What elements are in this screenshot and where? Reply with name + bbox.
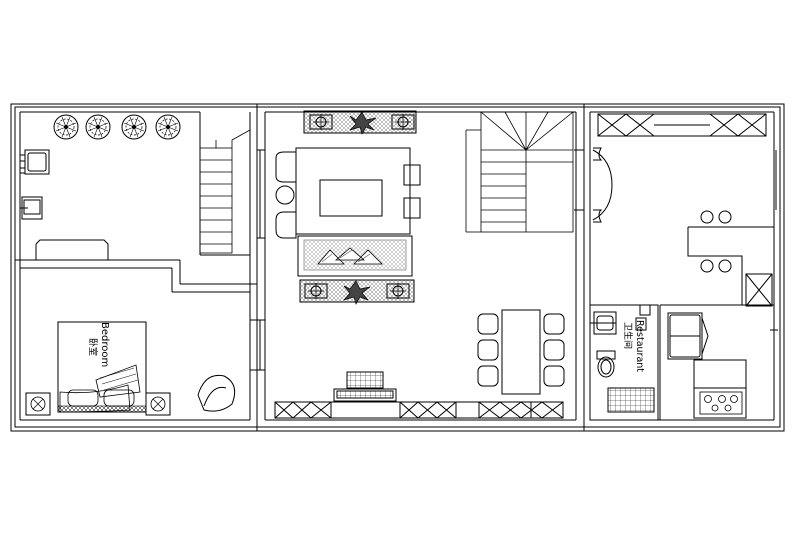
living-room	[275, 110, 421, 303]
sink-icon	[19, 149, 109, 260]
plant-icon	[342, 111, 377, 305]
walls	[15, 104, 775, 431]
kitchen-cabinets	[592, 113, 774, 420]
stair-icon	[199, 129, 251, 254]
armchair-icon	[197, 374, 236, 412]
stair-icon	[465, 111, 574, 233]
bathroom-label-cn: 卫生间	[622, 322, 634, 349]
bedroom-label-en: Bedroom	[99, 322, 110, 367]
bathroom-label-en: Restaurant	[634, 320, 645, 372]
shower-tray	[607, 387, 655, 413]
lamp-icon	[304, 113, 415, 300]
stove-icon	[699, 391, 743, 415]
bathroom	[589, 304, 659, 421]
bedroom-label-cn: 卧室	[87, 338, 99, 356]
outer-border	[10, 103, 785, 432]
toilet-icon	[596, 350, 616, 378]
window-marks	[10, 149, 778, 392]
bedroom: 卧室 Bedroom	[25, 321, 236, 416]
sofa-icon	[317, 247, 383, 265]
tree-icon	[53, 114, 181, 140]
tv-cabinet	[274, 371, 564, 419]
dining-set	[477, 309, 565, 395]
